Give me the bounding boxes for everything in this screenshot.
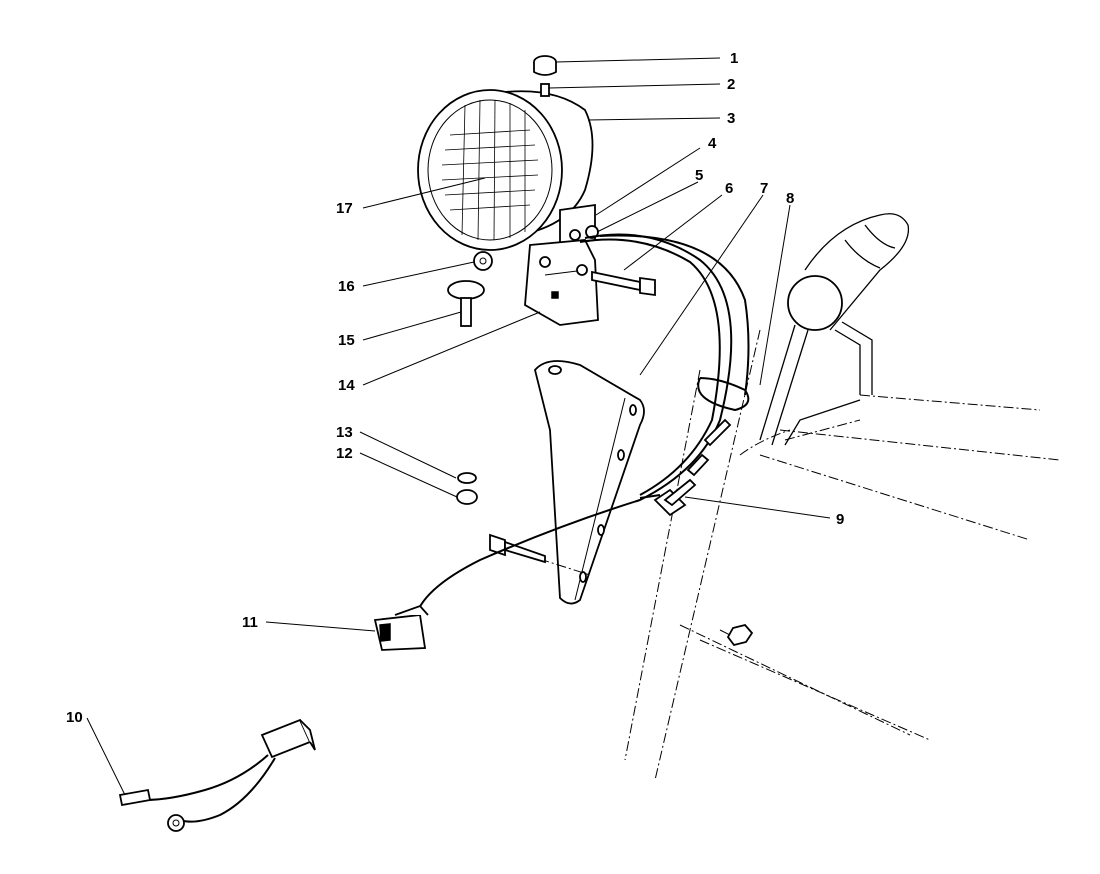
headlight-mount-bracket [559, 203, 599, 247]
machine-frame [624, 329, 1061, 781]
hex-nut-frame [726, 623, 754, 647]
shift-lever-knob [759, 275, 843, 446]
u-bracket [524, 239, 599, 326]
handle-grip [784, 213, 910, 446]
callout-14: 14 [338, 377, 355, 394]
callout-2: 2 [727, 76, 735, 93]
headlight-cap-and-stud [533, 55, 557, 97]
callout-1: 1 [730, 50, 738, 67]
lock-washer [457, 472, 477, 484]
callout-9: 9 [836, 511, 844, 528]
callout-15: 15 [338, 332, 355, 349]
callout-3: 3 [727, 110, 735, 127]
callout-7: 7 [760, 180, 768, 197]
flange-nut [473, 251, 493, 271]
callout-16: 16 [338, 278, 355, 295]
bulb-socket-terminal [653, 478, 697, 517]
carriage-bolt [447, 280, 485, 327]
headlight-lens [441, 99, 539, 241]
callout-12: 12 [336, 445, 353, 462]
callout-17: 17 [336, 200, 353, 217]
callout-13: 13 [336, 424, 353, 441]
adapter-harness [118, 718, 316, 832]
hex-bolt [591, 270, 656, 297]
hex-nut [456, 489, 478, 505]
callout-11: 11 [242, 614, 258, 631]
callout-labels: 1 2 3 4 5 6 7 8 9 10 11 12 13 14 15 16 1… [66, 50, 844, 726]
bracket-bolt [489, 533, 591, 576]
callout-4: 4 [708, 135, 717, 152]
callout-5: 5 [695, 167, 703, 184]
callout-8: 8 [786, 190, 794, 207]
mounting-bracket-plate [534, 360, 645, 605]
harness-connector [373, 604, 429, 651]
leader-lines [86, 57, 831, 796]
callout-6: 6 [725, 180, 733, 197]
wire-harness [414, 233, 750, 621]
callout-10: 10 [66, 709, 83, 726]
